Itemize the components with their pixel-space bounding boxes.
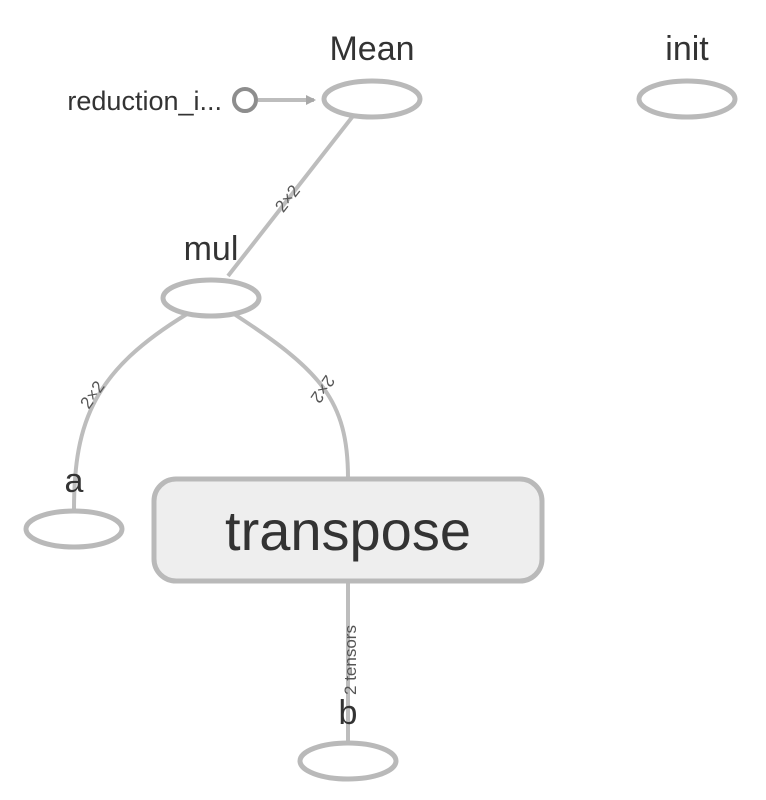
node-transpose-shape[interactable] <box>151 476 545 584</box>
node-b[interactable]: b <box>297 694 399 782</box>
node-mean[interactable]: Mean <box>321 30 423 120</box>
nodes: Mean init reduction_i... mul a transpose <box>23 30 738 782</box>
node-b-shape[interactable] <box>297 740 399 782</box>
node-transpose[interactable]: transpose <box>151 476 545 584</box>
node-reduction-indices[interactable]: reduction_i... <box>67 86 258 116</box>
node-reduction-indices-shape[interactable] <box>232 87 258 113</box>
edge-label-a-to-mul: 2×2 <box>76 378 108 413</box>
edge-mul-to-mean[interactable] <box>226 114 355 278</box>
node-b-label: b <box>339 694 358 732</box>
node-a-shape[interactable] <box>23 508 125 550</box>
edges: 2×2 2×2 2×2 2 tensors <box>72 95 360 742</box>
node-init-shape[interactable] <box>636 78 738 120</box>
edge-transpose-to-mul[interactable] <box>232 312 350 479</box>
node-mul[interactable]: mul <box>160 230 262 319</box>
edge-a-to-mul[interactable] <box>72 312 189 511</box>
edge-label-b-to-transpose: 2 tensors <box>341 625 360 695</box>
node-transpose-label: transpose <box>225 499 471 562</box>
node-init-label: init <box>665 30 709 68</box>
node-reduction-indices-label: reduction_i... <box>67 86 222 116</box>
node-a-label: a <box>65 462 84 500</box>
node-mean-shape[interactable] <box>321 78 423 120</box>
node-mul-shape[interactable] <box>160 277 262 319</box>
node-mul-label: mul <box>184 230 239 268</box>
node-a[interactable]: a <box>23 462 125 550</box>
node-init[interactable]: init <box>636 30 738 120</box>
node-mean-label: Mean <box>329 30 414 68</box>
